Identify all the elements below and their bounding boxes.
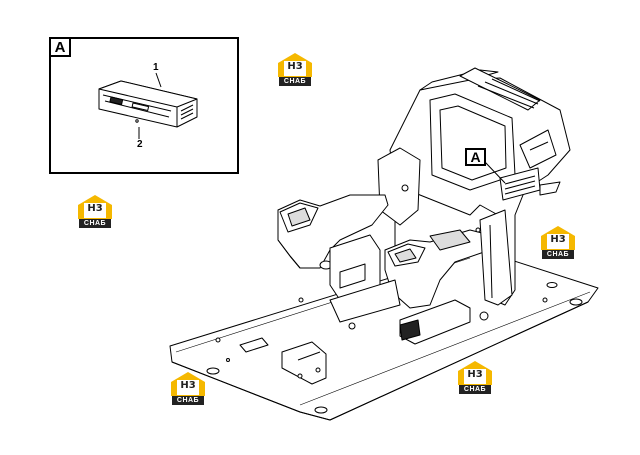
- main-callout-tag: A: [465, 148, 486, 166]
- radio-unit-drawing: [98, 72, 198, 139]
- watermark-logo: H3 СНАБ: [457, 360, 493, 394]
- callout-2: 2: [137, 139, 143, 150]
- inset-tag: A: [51, 39, 71, 57]
- callout-1: 1: [153, 62, 159, 73]
- house-icon: [458, 361, 492, 385]
- watermark-logo: H3 СНАБ: [170, 371, 206, 405]
- house-icon: [78, 195, 112, 219]
- house-icon: [541, 226, 575, 250]
- base-plate: [169, 249, 599, 421]
- house-icon: [278, 53, 312, 77]
- detail-inset: A 1 2: [49, 37, 239, 174]
- watermark-logo: H3 СНАБ: [77, 194, 113, 228]
- watermark-logo: H3 СНАБ: [277, 52, 313, 86]
- house-icon: [171, 372, 205, 396]
- watermark-logo: H3 СНАБ: [540, 225, 576, 259]
